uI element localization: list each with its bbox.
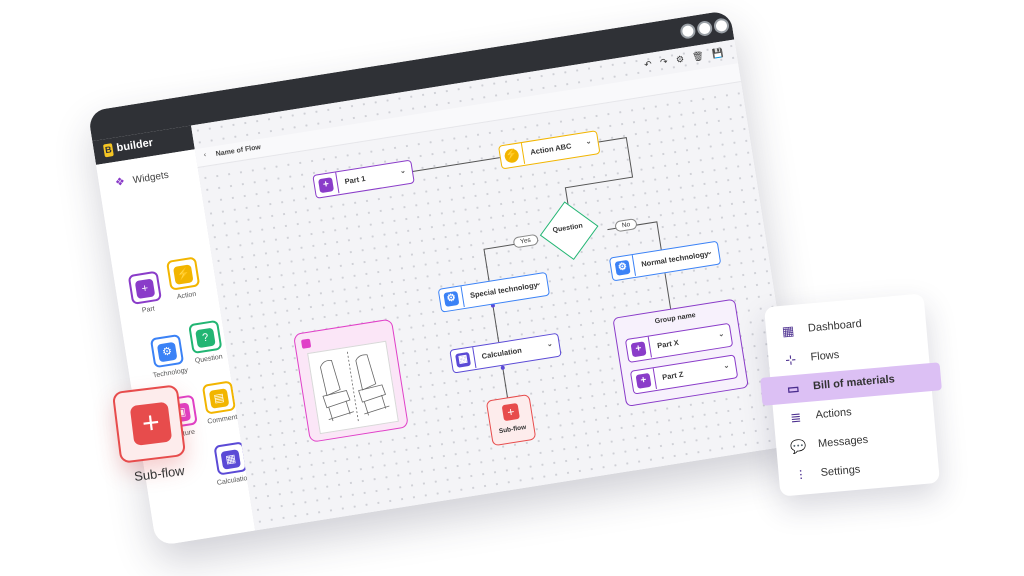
menu-item-label: Flows bbox=[810, 348, 840, 364]
calculation-icon: ▦ bbox=[450, 347, 477, 372]
widgets-icon: ❖ bbox=[114, 175, 126, 190]
edge-calculation-subflow bbox=[501, 365, 508, 398]
menu-item-label: Dashboard bbox=[807, 317, 863, 335]
technology-icon: ⚙ bbox=[156, 341, 178, 363]
settings-icon: ⫶ bbox=[798, 467, 804, 483]
window-menu-button[interactable] bbox=[712, 17, 731, 35]
sub-flow-icon: + bbox=[501, 402, 520, 422]
chevron-down-icon[interactable]: ⌄ bbox=[546, 340, 554, 349]
sub-flow-label: Sub-flow bbox=[498, 423, 527, 436]
window-close-button[interactable] bbox=[679, 22, 697, 40]
technology-icon: ⚙ bbox=[610, 255, 637, 280]
node-picture[interactable] bbox=[292, 318, 409, 443]
builder-window: B builder ❖ Widgets + Part ⚡ Action ⚙ Technol… bbox=[87, 9, 799, 547]
node-part-z[interactable]: + Part Z ⌄ bbox=[629, 354, 739, 395]
chevron-down-icon[interactable]: ⌄ bbox=[399, 167, 407, 176]
actions-icon: ≣ bbox=[789, 409, 802, 426]
calculation-icon: ▦ bbox=[220, 449, 242, 470]
widget-question[interactable]: ? bbox=[188, 319, 223, 355]
part-icon: + bbox=[625, 336, 652, 361]
menu-item-label: Messages bbox=[817, 433, 869, 451]
menu-item-label: Actions bbox=[815, 406, 853, 422]
seat-drawing bbox=[320, 351, 390, 424]
window-refresh-button[interactable] bbox=[696, 19, 714, 38]
node-sub-flow[interactable]: + Sub-flow bbox=[485, 393, 537, 447]
bill-of-materials-icon: ▭ bbox=[786, 380, 800, 397]
widgets-title: Widgets bbox=[132, 169, 170, 187]
chevron-down-icon[interactable]: ⌄ bbox=[585, 138, 593, 146]
brand-name: builder bbox=[115, 136, 154, 155]
technology-icon: ⚙ bbox=[438, 286, 465, 311]
dashboard-icon: ▦ bbox=[781, 322, 795, 339]
node-label: Part X bbox=[656, 337, 680, 351]
action-icon: ⚡ bbox=[172, 264, 194, 285]
menu-item-label: Bill of materials bbox=[812, 373, 896, 393]
part-icon: + bbox=[630, 368, 657, 393]
part-icon: + bbox=[134, 278, 156, 300]
question-icon: ? bbox=[195, 327, 216, 349]
edge-action-question bbox=[564, 137, 634, 208]
messages-icon: 💬 bbox=[789, 438, 808, 455]
node-label: Calculation bbox=[481, 345, 523, 361]
navigation-menu: ▦ Dashboard ⊹ Flows ▭ Bill of materials ≣ Actio… bbox=[760, 293, 942, 497]
widget-action[interactable]: ⚡ bbox=[165, 256, 201, 291]
widget-label: Technology bbox=[152, 367, 189, 380]
edge-part1-action bbox=[410, 157, 500, 173]
group-box[interactable]: Group name + Part X ⌄ + Part Z ⌄ bbox=[612, 298, 749, 407]
flows-icon: ⊹ bbox=[784, 351, 797, 368]
part-icon: + bbox=[313, 172, 340, 197]
chevron-down-icon[interactable]: ⌄ bbox=[722, 362, 730, 371]
edge-normal-group bbox=[664, 273, 672, 309]
flow-canvas[interactable]: ↶ ↷ ⚙ 🗑 💾 ‹ Name of Flow bbox=[191, 39, 799, 531]
sub-flow-drag-tile[interactable]: + bbox=[111, 384, 187, 464]
widget-label: Part bbox=[141, 305, 156, 315]
widget-label: Action bbox=[176, 290, 197, 301]
chevron-down-icon[interactable]: ⌄ bbox=[534, 279, 542, 288]
chevron-down-icon[interactable]: ⌄ bbox=[717, 330, 725, 339]
builder-logo-icon: B bbox=[102, 143, 114, 158]
widget-comment[interactable]: ▤ bbox=[201, 380, 237, 415]
action-icon: ⚡ bbox=[499, 143, 526, 168]
node-label: Part 1 bbox=[344, 173, 367, 187]
port-dot bbox=[500, 365, 505, 370]
sub-flow-icon: + bbox=[129, 401, 173, 446]
edge-special-calculation bbox=[492, 304, 500, 343]
node-label: Normal technology bbox=[640, 249, 710, 269]
node-label: Special technology bbox=[469, 280, 539, 300]
chevron-down-icon[interactable]: ⌄ bbox=[705, 248, 713, 257]
menu-item-label: Settings bbox=[820, 463, 861, 480]
comment-icon: ▤ bbox=[208, 388, 230, 409]
picture-icon bbox=[300, 338, 312, 349]
node-label: Part Z bbox=[661, 369, 684, 382]
node-label: Action ABC bbox=[529, 141, 572, 157]
seat-drawing-image bbox=[307, 340, 399, 435]
